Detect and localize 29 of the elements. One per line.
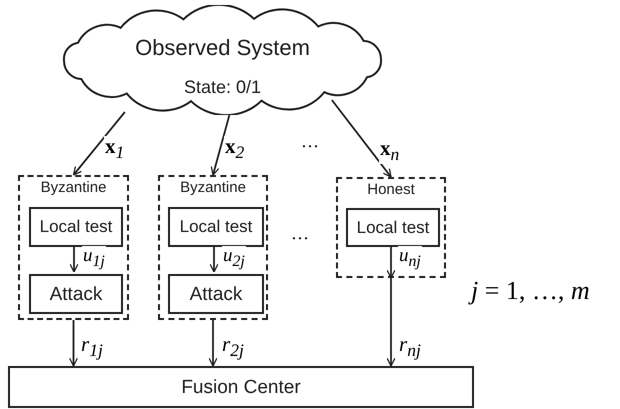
arrow: [386, 245, 396, 279]
title-text: Observed System: [134, 35, 311, 61]
process-box: [346, 208, 440, 247]
arrow: [72, 111, 126, 176]
process-box: [29, 207, 123, 247]
edge-label: u$_{2j}$: [222, 246, 246, 270]
arrow: [209, 245, 219, 273]
node-label: Byzantine: [179, 179, 247, 196]
node-label: Local test: [356, 218, 430, 238]
arrow: [210, 114, 230, 176]
node-label: Fusion Center: [180, 377, 302, 399]
arrow: [69, 245, 79, 273]
node-label: Honest: [366, 181, 416, 198]
arrow: [331, 99, 392, 178]
node-label: Attack: [48, 284, 104, 306]
node-label: Attack: [188, 284, 244, 306]
edge-label: u$_{nj}$: [398, 246, 422, 270]
edge-label: u$_{1j}$: [82, 246, 106, 270]
node-label: Local test: [178, 217, 254, 237]
node-label: Local test: [38, 217, 114, 237]
process-box: [168, 274, 264, 314]
arrow: [386, 278, 396, 367]
node-label: Byzantine: [40, 179, 108, 196]
process-box: [168, 207, 264, 247]
state-text: State: 0/1: [182, 77, 262, 98]
arrow: [68, 320, 78, 367]
arrow: [208, 320, 218, 367]
fusion-center-box: [8, 366, 474, 408]
process-box: [29, 274, 123, 314]
